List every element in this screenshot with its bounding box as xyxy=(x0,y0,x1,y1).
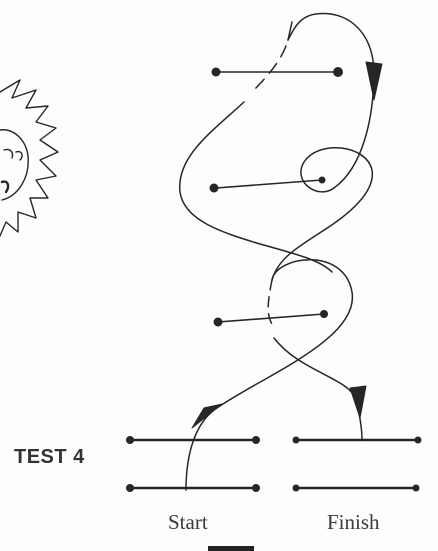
endpoint-dots xyxy=(126,67,422,492)
path-arrow-icon xyxy=(366,62,382,100)
start-finish-bars xyxy=(130,440,418,488)
start-label: Start xyxy=(168,510,208,535)
bottom-edge-mark xyxy=(208,546,254,551)
path-arrow-icon xyxy=(350,386,366,418)
finish-label: Finish xyxy=(327,510,380,535)
test-number-label: TEST 4 xyxy=(14,446,85,469)
winding-route xyxy=(180,13,374,490)
spiky-sun-doodle-icon xyxy=(0,80,58,236)
path-arrow-icon xyxy=(192,404,222,428)
lane-segments xyxy=(216,72,338,322)
